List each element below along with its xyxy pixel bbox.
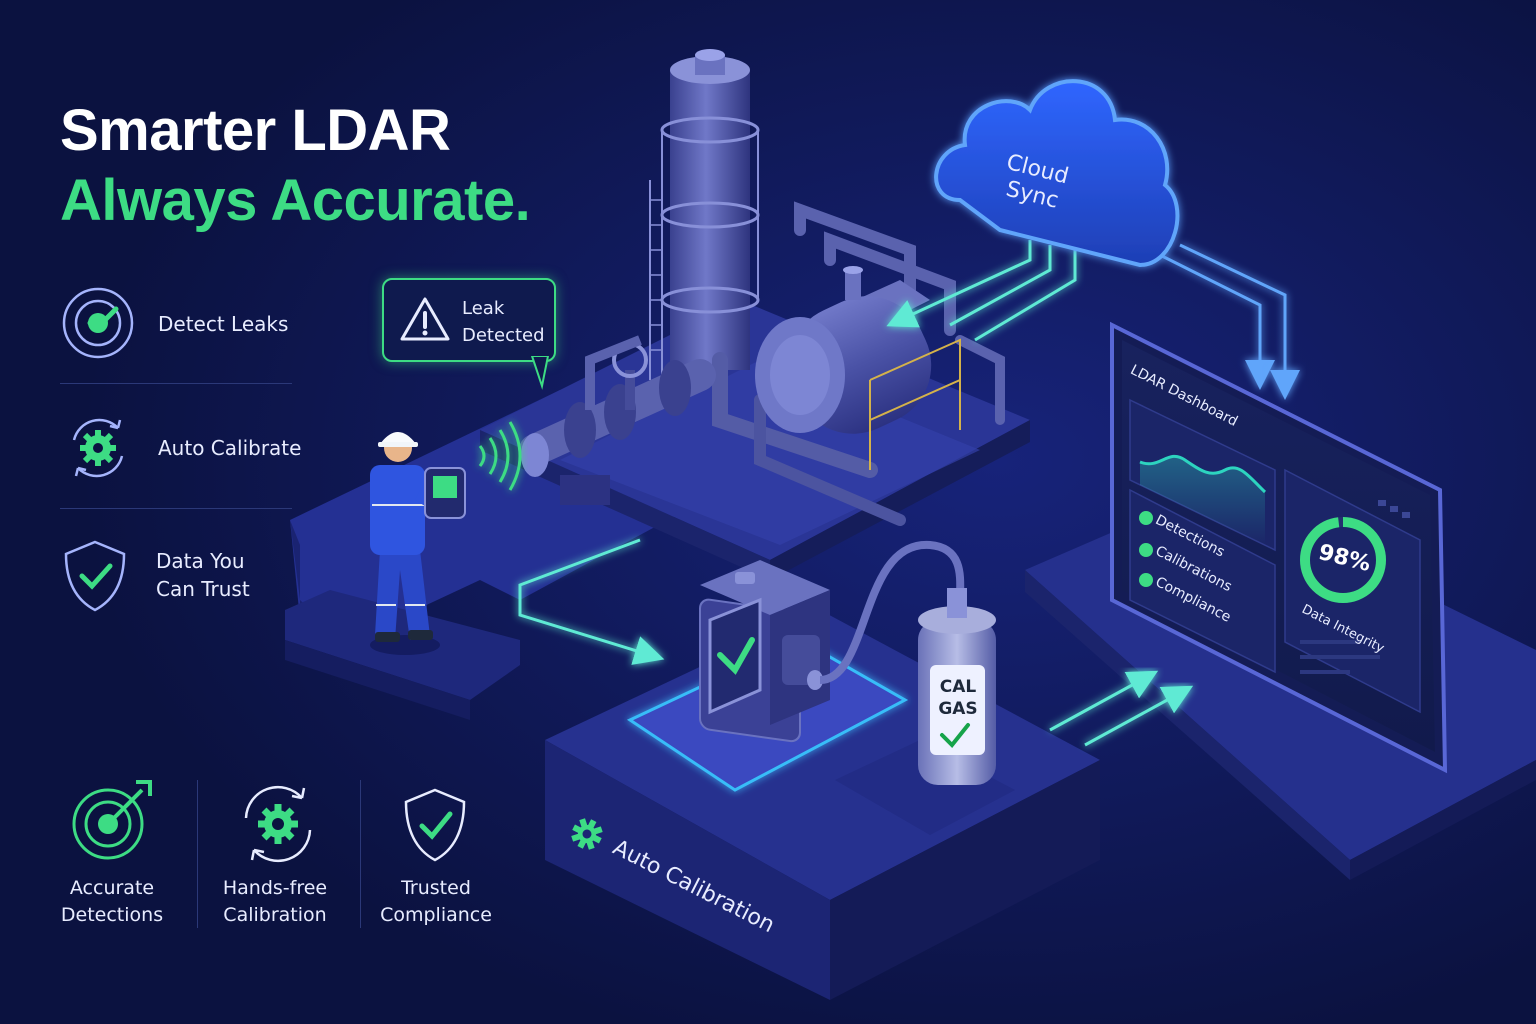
- cal-gas-cylinder: [918, 588, 996, 785]
- gear-cycle-icon: [60, 410, 136, 486]
- gauge-arc: [1300, 517, 1386, 603]
- feature-divider: [60, 508, 292, 509]
- badge-hands-free-line1: Hands-free: [222, 877, 328, 899]
- technician-figure: [370, 432, 466, 655]
- feature-divider: [60, 383, 292, 384]
- target-check-icon: [60, 285, 136, 361]
- badge-divider: [360, 780, 361, 928]
- headline-line-1: Smarter LDAR: [60, 98, 451, 163]
- target-arrow-icon: [70, 778, 154, 862]
- callout-line-2: Detected: [462, 325, 545, 346]
- badge-hands-free-line2: Calibration: [223, 904, 327, 926]
- sensor-signal: [478, 421, 522, 491]
- pipe-network: [712, 201, 1005, 526]
- gear-icon: [571, 818, 603, 850]
- badge-accurate-detections-line2: Detections: [60, 904, 164, 926]
- calibration-to-dashboard-arrows: [1049, 670, 1194, 747]
- cal-gas-label: CAL GAS: [936, 676, 980, 720]
- feature-auto-calibrate-label: Auto Calibrate: [158, 436, 302, 460]
- feature-data-trust-label-line1: Data You: [156, 549, 245, 573]
- headline-line-2: Always Accurate.: [60, 168, 531, 233]
- dashboard-monitor: [1110, 321, 1448, 774]
- badge-trusted-compliance-line2: Compliance: [380, 904, 492, 926]
- shield-check-icon: [400, 786, 470, 864]
- cloud-shape: [934, 79, 1180, 268]
- warning-icon: [400, 297, 450, 341]
- storage-tank: [755, 266, 961, 470]
- feature-data-trust-label-line2: Can Trust: [156, 577, 250, 601]
- auto-calibration-platform-label: Auto Calibration: [557, 808, 785, 957]
- cal-gas-line2: GAS: [938, 699, 978, 719]
- badge-divider: [197, 780, 198, 928]
- callout-line-1: Leak: [462, 298, 505, 319]
- cloud-connectors: [886, 240, 1300, 400]
- distillation-tower: [649, 49, 760, 380]
- feature-detect-leaks-label: Detect Leaks: [158, 312, 289, 336]
- inlet-pipe-valve: [519, 335, 716, 505]
- badge-trusted-compliance-line1: Trusted: [401, 877, 471, 899]
- callout-pointer: [530, 356, 550, 390]
- gear-cycle-icon: [236, 782, 320, 866]
- cal-gas-line1: CAL: [939, 677, 977, 697]
- leak-detected-callout: Leak Detected: [382, 278, 556, 362]
- badge-accurate-detections-line1: Accurate: [69, 877, 155, 899]
- calibration-unit: [699, 540, 965, 743]
- shield-check-icon: [60, 538, 130, 614]
